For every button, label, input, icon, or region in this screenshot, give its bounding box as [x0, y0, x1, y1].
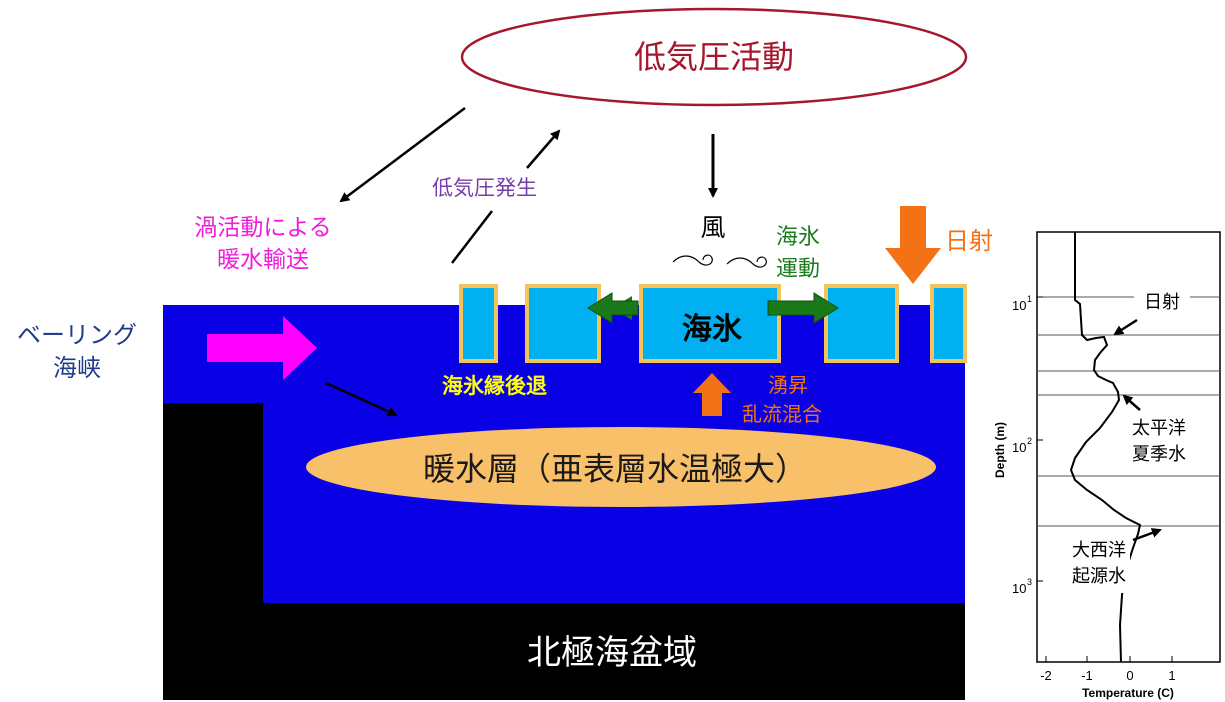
wind-swirl-2 [726, 256, 767, 268]
profile-pacific-arrow [1122, 394, 1141, 411]
x-tick-label: -1 [1081, 668, 1093, 683]
sea-ice-floe-5 [930, 284, 967, 363]
eddy-transport-label-line2: 暖水輸送 [217, 247, 309, 273]
ice-edge-retreat-label: 海氷縁後退 [442, 374, 547, 398]
wind-label: 風 [700, 213, 725, 242]
profile-atlantic-arrow [1132, 528, 1162, 542]
upwelling-arrow [693, 373, 731, 416]
sea-ice-motion-arrow-right-shape [767, 292, 839, 324]
eddy-transport-label-line1: 渦活動による [194, 215, 331, 241]
sea-ice-motion-arrow-left-shape [587, 292, 639, 324]
subsurface-arrow [325, 381, 398, 417]
wind-swirl-1 [672, 254, 713, 266]
arctic-basin-label: 北極海盆域 [527, 633, 697, 673]
annotation-bg [1068, 537, 1130, 593]
annotation-bg [1128, 412, 1190, 468]
sea-ice-floe-4 [824, 284, 899, 363]
land-basin-floor [163, 603, 965, 700]
insolation-arrow [885, 206, 941, 284]
low-pressure-ellipse [460, 7, 968, 107]
profile-atlantic-label-line1: 大西洋 [1072, 540, 1126, 560]
annotation-bg [1134, 288, 1190, 314]
sea-ice-label: 海氷 [682, 312, 743, 347]
y-tick-label-exp: 1 [1027, 294, 1032, 304]
sea-ice-floe-main [639, 284, 781, 363]
bering-inflow-arrow [207, 316, 317, 380]
x-tick-label: 1 [1168, 668, 1175, 683]
eddy-transport-arrow [339, 107, 466, 203]
y-tick-label-exp: 3 [1027, 577, 1032, 587]
temperature-profile-curve [1069, 232, 1142, 663]
sea-ice-floe-1 [459, 284, 498, 363]
y-tick-label-base: 10 [1012, 440, 1026, 455]
profile-pacific-label-line2: 夏季水 [1132, 444, 1186, 464]
upwelling-label-line1: 湧昇 [768, 373, 808, 397]
insolation-label: 日射 [945, 227, 993, 255]
profile-insolation-arrow [1113, 318, 1138, 336]
x-axis-title: Temperature (C) [1082, 686, 1174, 700]
low-pressure-label: 低気圧活動 [634, 38, 794, 76]
sea-ice-motion-label-line2: 運動 [776, 257, 820, 282]
x-tick-label: 0 [1126, 668, 1133, 683]
upwelling-label-line2: 乱流混合 [742, 402, 822, 426]
y-axis-title: Depth (m) [993, 422, 1007, 478]
y-tick-label-base: 10 [1012, 581, 1026, 596]
temperature-profile-plot: -2 -1 0 1 10 1 10 2 10 3 Temperature (C)… [993, 231, 1221, 700]
profile-pacific-label-line1: 太平洋 [1132, 418, 1186, 438]
bering-label-line1: ベーリング [17, 321, 137, 349]
cyclogenesis-arrow-lower [451, 210, 493, 264]
bering-label-line2: 海峡 [53, 354, 101, 382]
profile-atlantic-label-line2: 起源水 [1072, 566, 1126, 586]
profile-insolation-label: 日射 [1144, 292, 1180, 312]
cyclogenesis-arrow-upper [526, 129, 561, 169]
y-tick-label-base: 10 [1012, 298, 1026, 313]
sea-ice-floe-2 [525, 284, 601, 363]
x-tick-label: -2 [1040, 668, 1052, 683]
warm-layer-ellipse [306, 427, 936, 507]
warm-layer-label: 暖水層（亜表層水温極大） [423, 450, 807, 488]
cyclogenesis-label: 低気圧発生 [432, 176, 537, 200]
sea-ice-motion-label-line1: 海氷 [776, 225, 820, 250]
y-tick-label-exp: 2 [1027, 436, 1032, 446]
